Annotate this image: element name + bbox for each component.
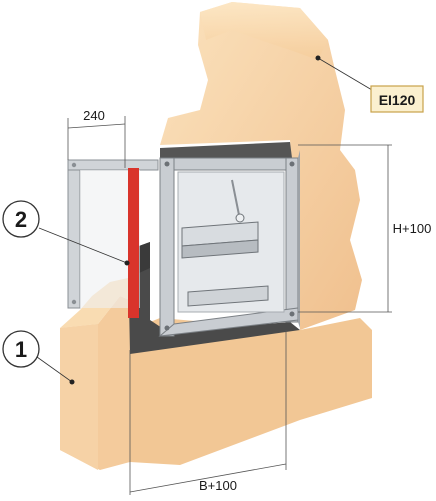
damper-blade (181, 179, 269, 307)
dimension-height (298, 144, 392, 313)
rating-label-box: EI120 (370, 85, 424, 113)
sealing-compound-top (160, 142, 292, 162)
left-wall-front (60, 324, 98, 470)
sealing-compound (128, 242, 300, 354)
dimension-depth-label: 240 (83, 108, 105, 123)
callout-2-number: 2 (15, 207, 27, 232)
rating-label: EI120 (379, 92, 416, 108)
callout-2: 2 (2, 200, 40, 238)
leader-dot-rating (315, 55, 321, 61)
lower-wall (130, 318, 372, 465)
callout-1: 1 (2, 330, 40, 368)
damper-side-panel (298, 150, 300, 328)
dimension-width (129, 330, 287, 495)
leader-dot-1 (69, 379, 75, 385)
dimension-height-label: H+100 (393, 221, 432, 236)
upper-wall (160, 2, 362, 330)
dimension-width-label: B+100 (199, 478, 237, 493)
dimension-depth (67, 116, 126, 168)
callout-1-number: 1 (15, 337, 27, 362)
upper-wall-top (200, 2, 328, 60)
leader-dot-2 (124, 260, 130, 266)
callout-leaders (36, 57, 373, 383)
red-bar-left (128, 168, 139, 318)
